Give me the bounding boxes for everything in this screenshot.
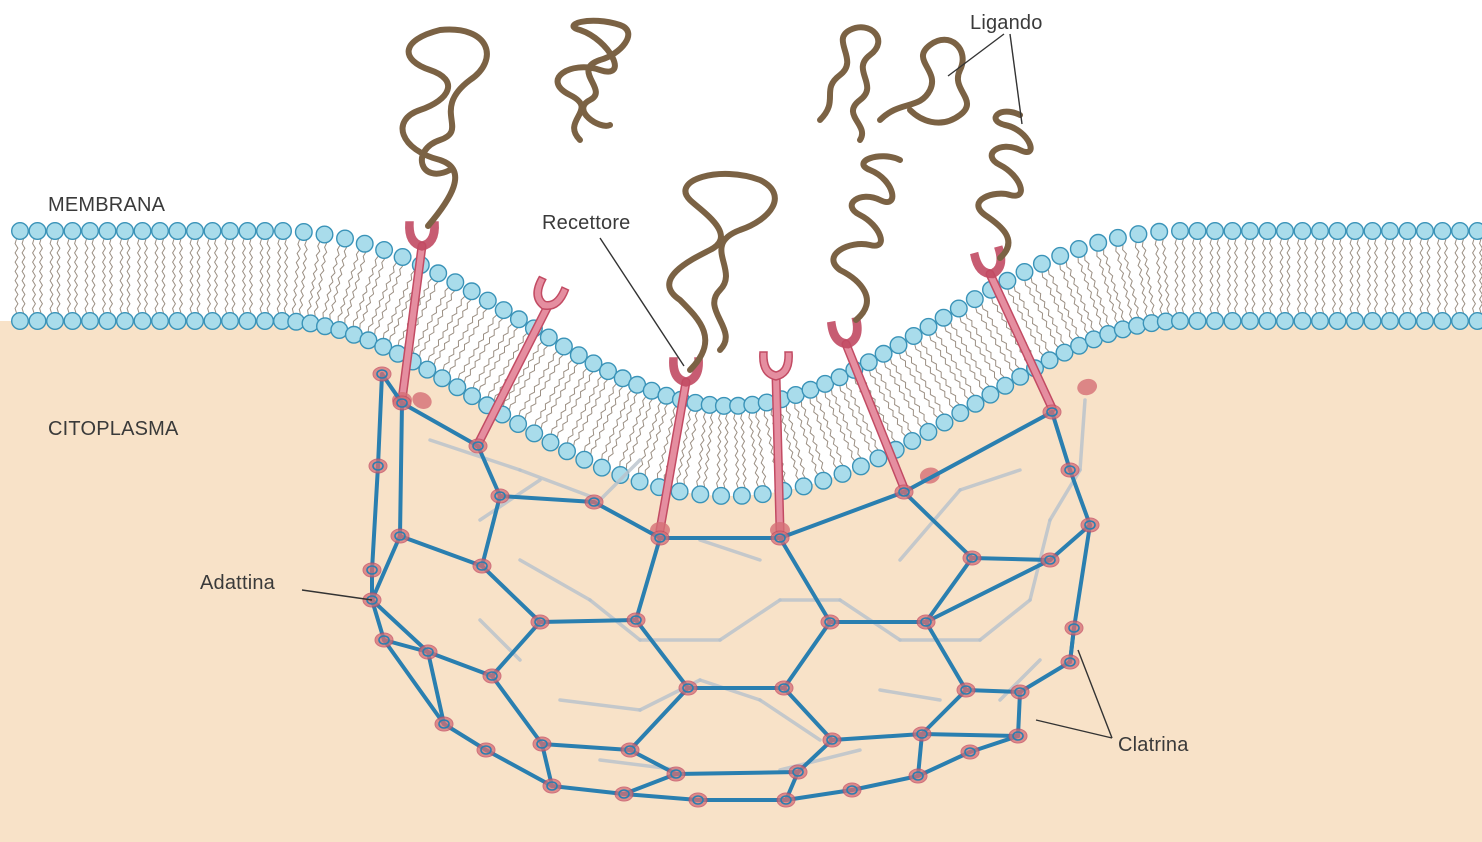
ligand-strand <box>403 30 487 226</box>
ligand-strand <box>558 21 629 140</box>
ligand-label: Ligando <box>970 12 1043 35</box>
ligand-strand <box>833 156 900 320</box>
adaptin-label: Adattina <box>200 572 275 595</box>
leader-line <box>948 34 1004 76</box>
ligand-strand <box>978 112 1030 258</box>
cytoplasm-label: CITOPLASMA <box>48 418 179 441</box>
ligand-strand <box>820 27 878 140</box>
ligand-strand <box>880 40 967 123</box>
receptor-label: Recettore <box>542 212 631 235</box>
clathrin-label: Clatrina <box>1118 734 1189 757</box>
ligand-strand <box>669 174 775 370</box>
leader-line <box>600 238 684 366</box>
membrane-label: MEMBRANA <box>48 194 165 217</box>
